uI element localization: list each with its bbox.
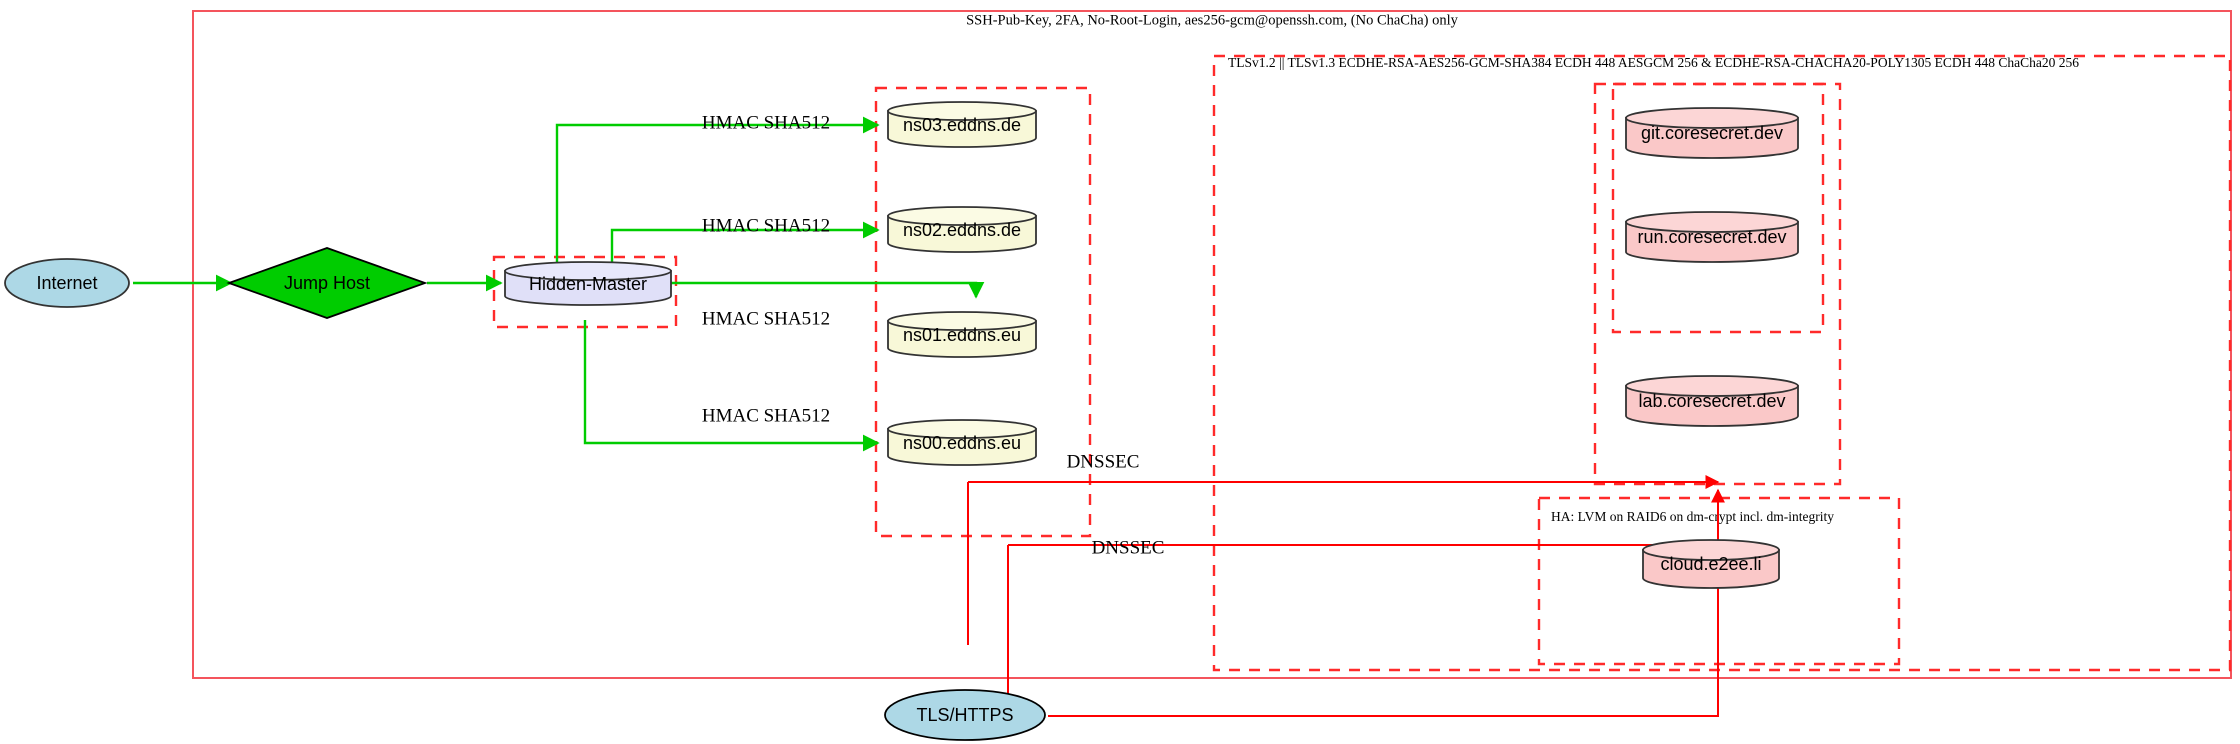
edge-label-hmac-ns00: HMAC SHA512	[702, 405, 830, 426]
node-run-coresecret[interactable]: run.coresecret.dev	[1625, 211, 1799, 263]
edge-dnssec-upper	[967, 475, 1720, 645]
node-cloud-e2ee-label: cloud.e2ee.li	[1660, 554, 1761, 574]
node-jump-host-label: Jump Host	[284, 273, 370, 293]
node-ns00-label: ns00.eddns.eu	[903, 433, 1021, 453]
node-git-coresecret[interactable]: git.coresecret.dev	[1625, 107, 1799, 159]
boundary-tls-zone	[1212, 54, 2232, 672]
edge-hiddenmaster-to-ns00	[583, 320, 880, 452]
edge-label-dnssec-lower: DNSSEC	[1092, 537, 1165, 558]
edge-label-hmac-ns02: HMAC SHA512	[702, 215, 830, 236]
boundary-outer-ssh-zone	[192, 10, 2232, 679]
node-ns01[interactable]: ns01.eddns.eu	[887, 311, 1037, 358]
node-git-coresecret-label: git.coresecret.dev	[1641, 123, 1783, 143]
boundary-coresecret-zone-inner	[1611, 82, 1825, 334]
boundary-label-ha: HA: LVM on RAID6 on dm-crypt incl. dm-in…	[1551, 509, 1834, 524]
node-run-coresecret-label: run.coresecret.dev	[1637, 227, 1786, 247]
node-hidden-master-label: Hidden-Master	[529, 274, 647, 294]
node-tls-https-label: TLS/HTTPS	[916, 705, 1013, 725]
node-ns01-label: ns01.eddns.eu	[903, 325, 1021, 345]
boundary-label-ssh: SSH-Pub-Key, 2FA, No-Root-Login, aes256-…	[966, 12, 1459, 28]
node-ns02-label: ns02.eddns.de	[903, 220, 1021, 240]
node-internet[interactable]: Internet	[4, 258, 130, 308]
node-internet-label: Internet	[36, 273, 97, 293]
boundary-dns-zone	[874, 86, 1092, 538]
edge-tlshttps-to-outer	[1048, 553, 1719, 717]
edge-label-hmac-ns01: HMAC SHA512	[702, 308, 830, 329]
node-hidden-master[interactable]: Hidden-Master	[504, 261, 672, 306]
node-ns00[interactable]: ns00.eddns.eu	[887, 419, 1037, 466]
node-ns03-label: ns03.eddns.de	[903, 115, 1021, 135]
node-tls-https[interactable]: TLS/HTTPS	[884, 689, 1046, 741]
edge-hiddenmaster-to-ns02	[610, 221, 880, 265]
edge-dnssec-lower	[1007, 488, 1725, 720]
node-ns02[interactable]: ns02.eddns.de	[887, 206, 1037, 253]
edge-label-hmac-ns03: HMAC SHA512	[702, 112, 830, 133]
edge-hiddenmaster-to-ns03	[555, 116, 880, 265]
edge-hiddenmaster-to-ns01	[671, 281, 985, 299]
node-jump-host[interactable]: Jump Host	[226, 247, 428, 319]
node-cloud-e2ee[interactable]: cloud.e2ee.li	[1642, 539, 1780, 589]
edge-label-dnssec-upper: DNSSEC	[1067, 451, 1140, 472]
node-lab-coresecret[interactable]: lab.coresecret.dev	[1625, 375, 1799, 427]
boundary-label-tls: TLSv1.2 || TLSv1.3 ECDHE-RSA-AES256-GCM-…	[1228, 55, 2079, 70]
node-lab-coresecret-label: lab.coresecret.dev	[1638, 391, 1785, 411]
node-ns03[interactable]: ns03.eddns.de	[887, 101, 1037, 148]
